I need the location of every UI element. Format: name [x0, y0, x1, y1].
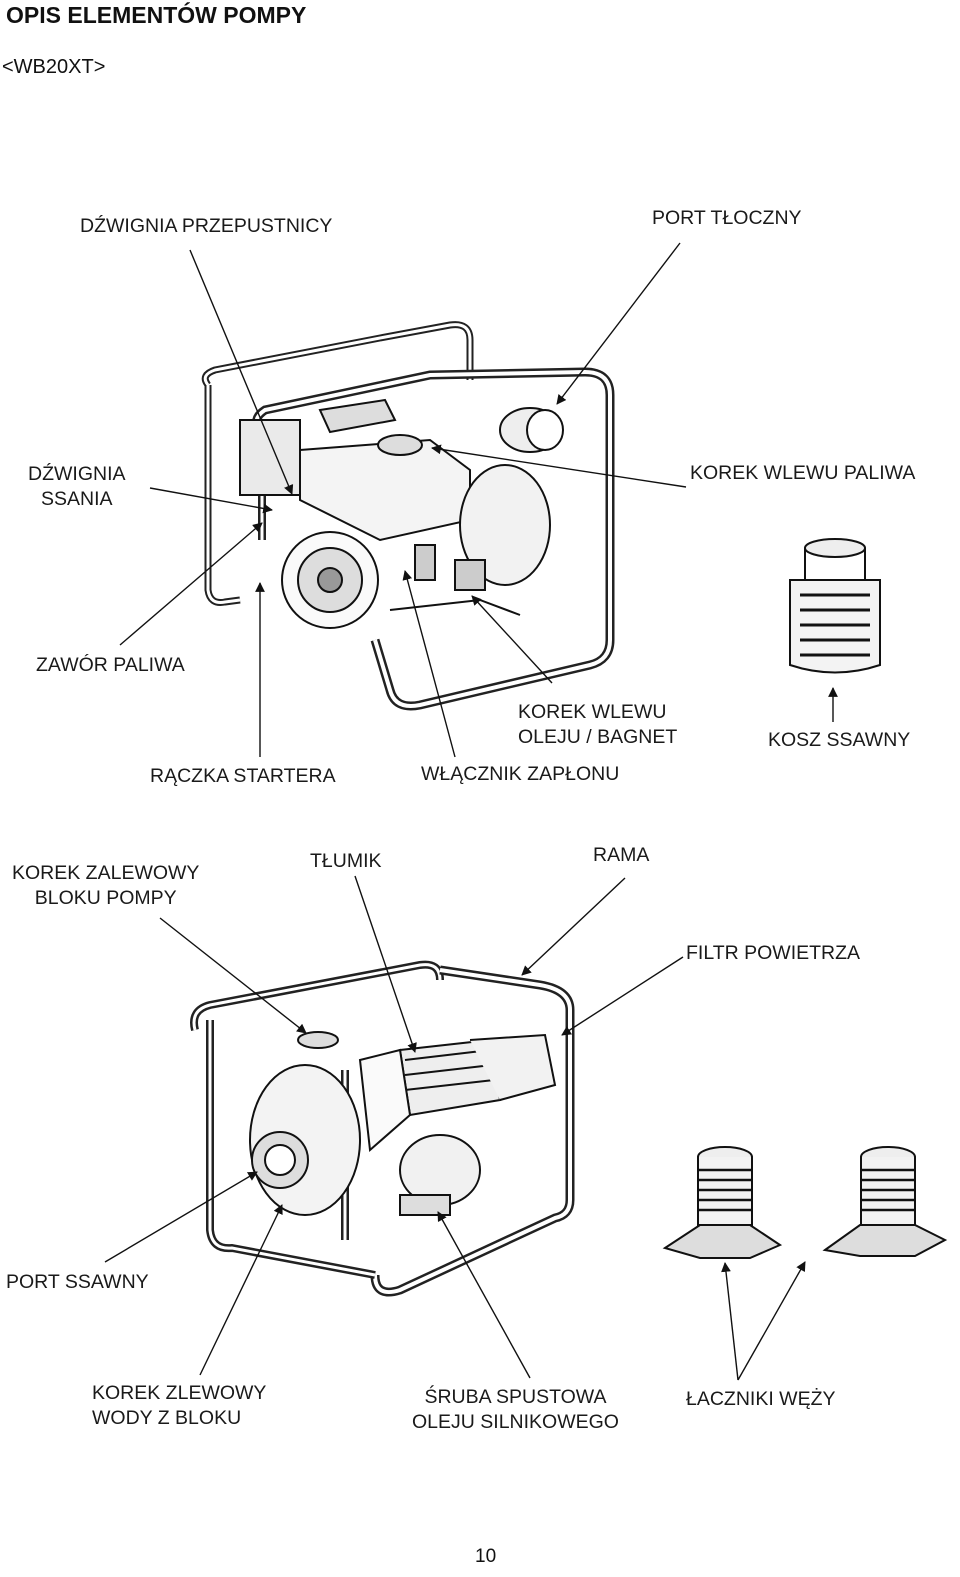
inlet-port-label: PORT SSAWNY [6, 1271, 149, 1293]
fuel-cap-label: KOREK WLEWU PALIWA [690, 462, 916, 484]
oil-drain-bolt-label-line2: OLEJU SILNIKOWEGO [412, 1411, 619, 1428]
bottom-leader-lines [104, 875, 806, 1381]
priming-plug-label-line2: BLOKU POMPY [34, 887, 177, 909]
strainer-drawing [789, 538, 881, 674]
oil-drain-bolt-label-line1: ŚRUBA SPUSTOWA [424, 1386, 607, 1408]
engine-switch-label: WŁĄCZNIK ZAPŁONU [421, 763, 620, 785]
oil-cap-label-line1: KOREK WLEWU [518, 701, 667, 723]
air-cleaner-label: FILTR POWIETRZA [686, 942, 861, 964]
oil-cap-label: KOREK WLEWU OLEJU / BAGNET [518, 700, 677, 750]
drain-plug-label-line1: KOREK ZLEWOWY [92, 1382, 267, 1404]
muffler-label: TŁUMIK [310, 850, 382, 872]
choke-lever-label: DŹWIGNIA SSANIA [28, 462, 126, 512]
top-pump-drawing [201, 321, 615, 711]
outlet-port-label: PORT TŁOCZNY [652, 207, 802, 229]
drain-plug-label-line2: WODY Z BLOKU [92, 1407, 242, 1428]
throttle-lever-label: DŹWIGNIA PRZEPUSTNICY [80, 215, 333, 237]
hose-coupling-label: ŁACZNIKI WĘŻY [686, 1388, 836, 1410]
hose-couplings-drawing [662, 1146, 948, 1259]
fuel-valve-label: ZAWÓR PALIWA [36, 654, 185, 676]
priming-plug-label-line1: KOREK ZALEWOWY [12, 862, 200, 884]
oil-cap-label-line2: OLEJU / BAGNET [518, 726, 678, 748]
top-leader-lines [119, 242, 838, 758]
drain-plug-label: KOREK ZLEWOWY WODY Z BLOKU [92, 1381, 266, 1428]
priming-plug-label: KOREK ZALEWOWY BLOKU POMPY [12, 861, 199, 911]
oil-drain-bolt-label: ŚRUBA SPUSTOWA OLEJU SILNIKOWEGO [412, 1385, 619, 1428]
model-label: <WB20XT> [2, 56, 106, 78]
starter-grip-label: RĄCZKA STARTERA [150, 765, 336, 787]
strainer-label: KOSZ SSAWNY [768, 729, 911, 751]
choke-lever-label-line2: SSANIA [40, 488, 113, 510]
frame-label: RAMA [593, 844, 650, 866]
page-title: OPIS ELEMENTÓW POMPY [6, 2, 307, 28]
choke-lever-label-line1: DŹWIGNIA [28, 463, 126, 485]
page-number: 10 [475, 1546, 497, 1567]
bottom-pump-drawing [190, 960, 575, 1297]
